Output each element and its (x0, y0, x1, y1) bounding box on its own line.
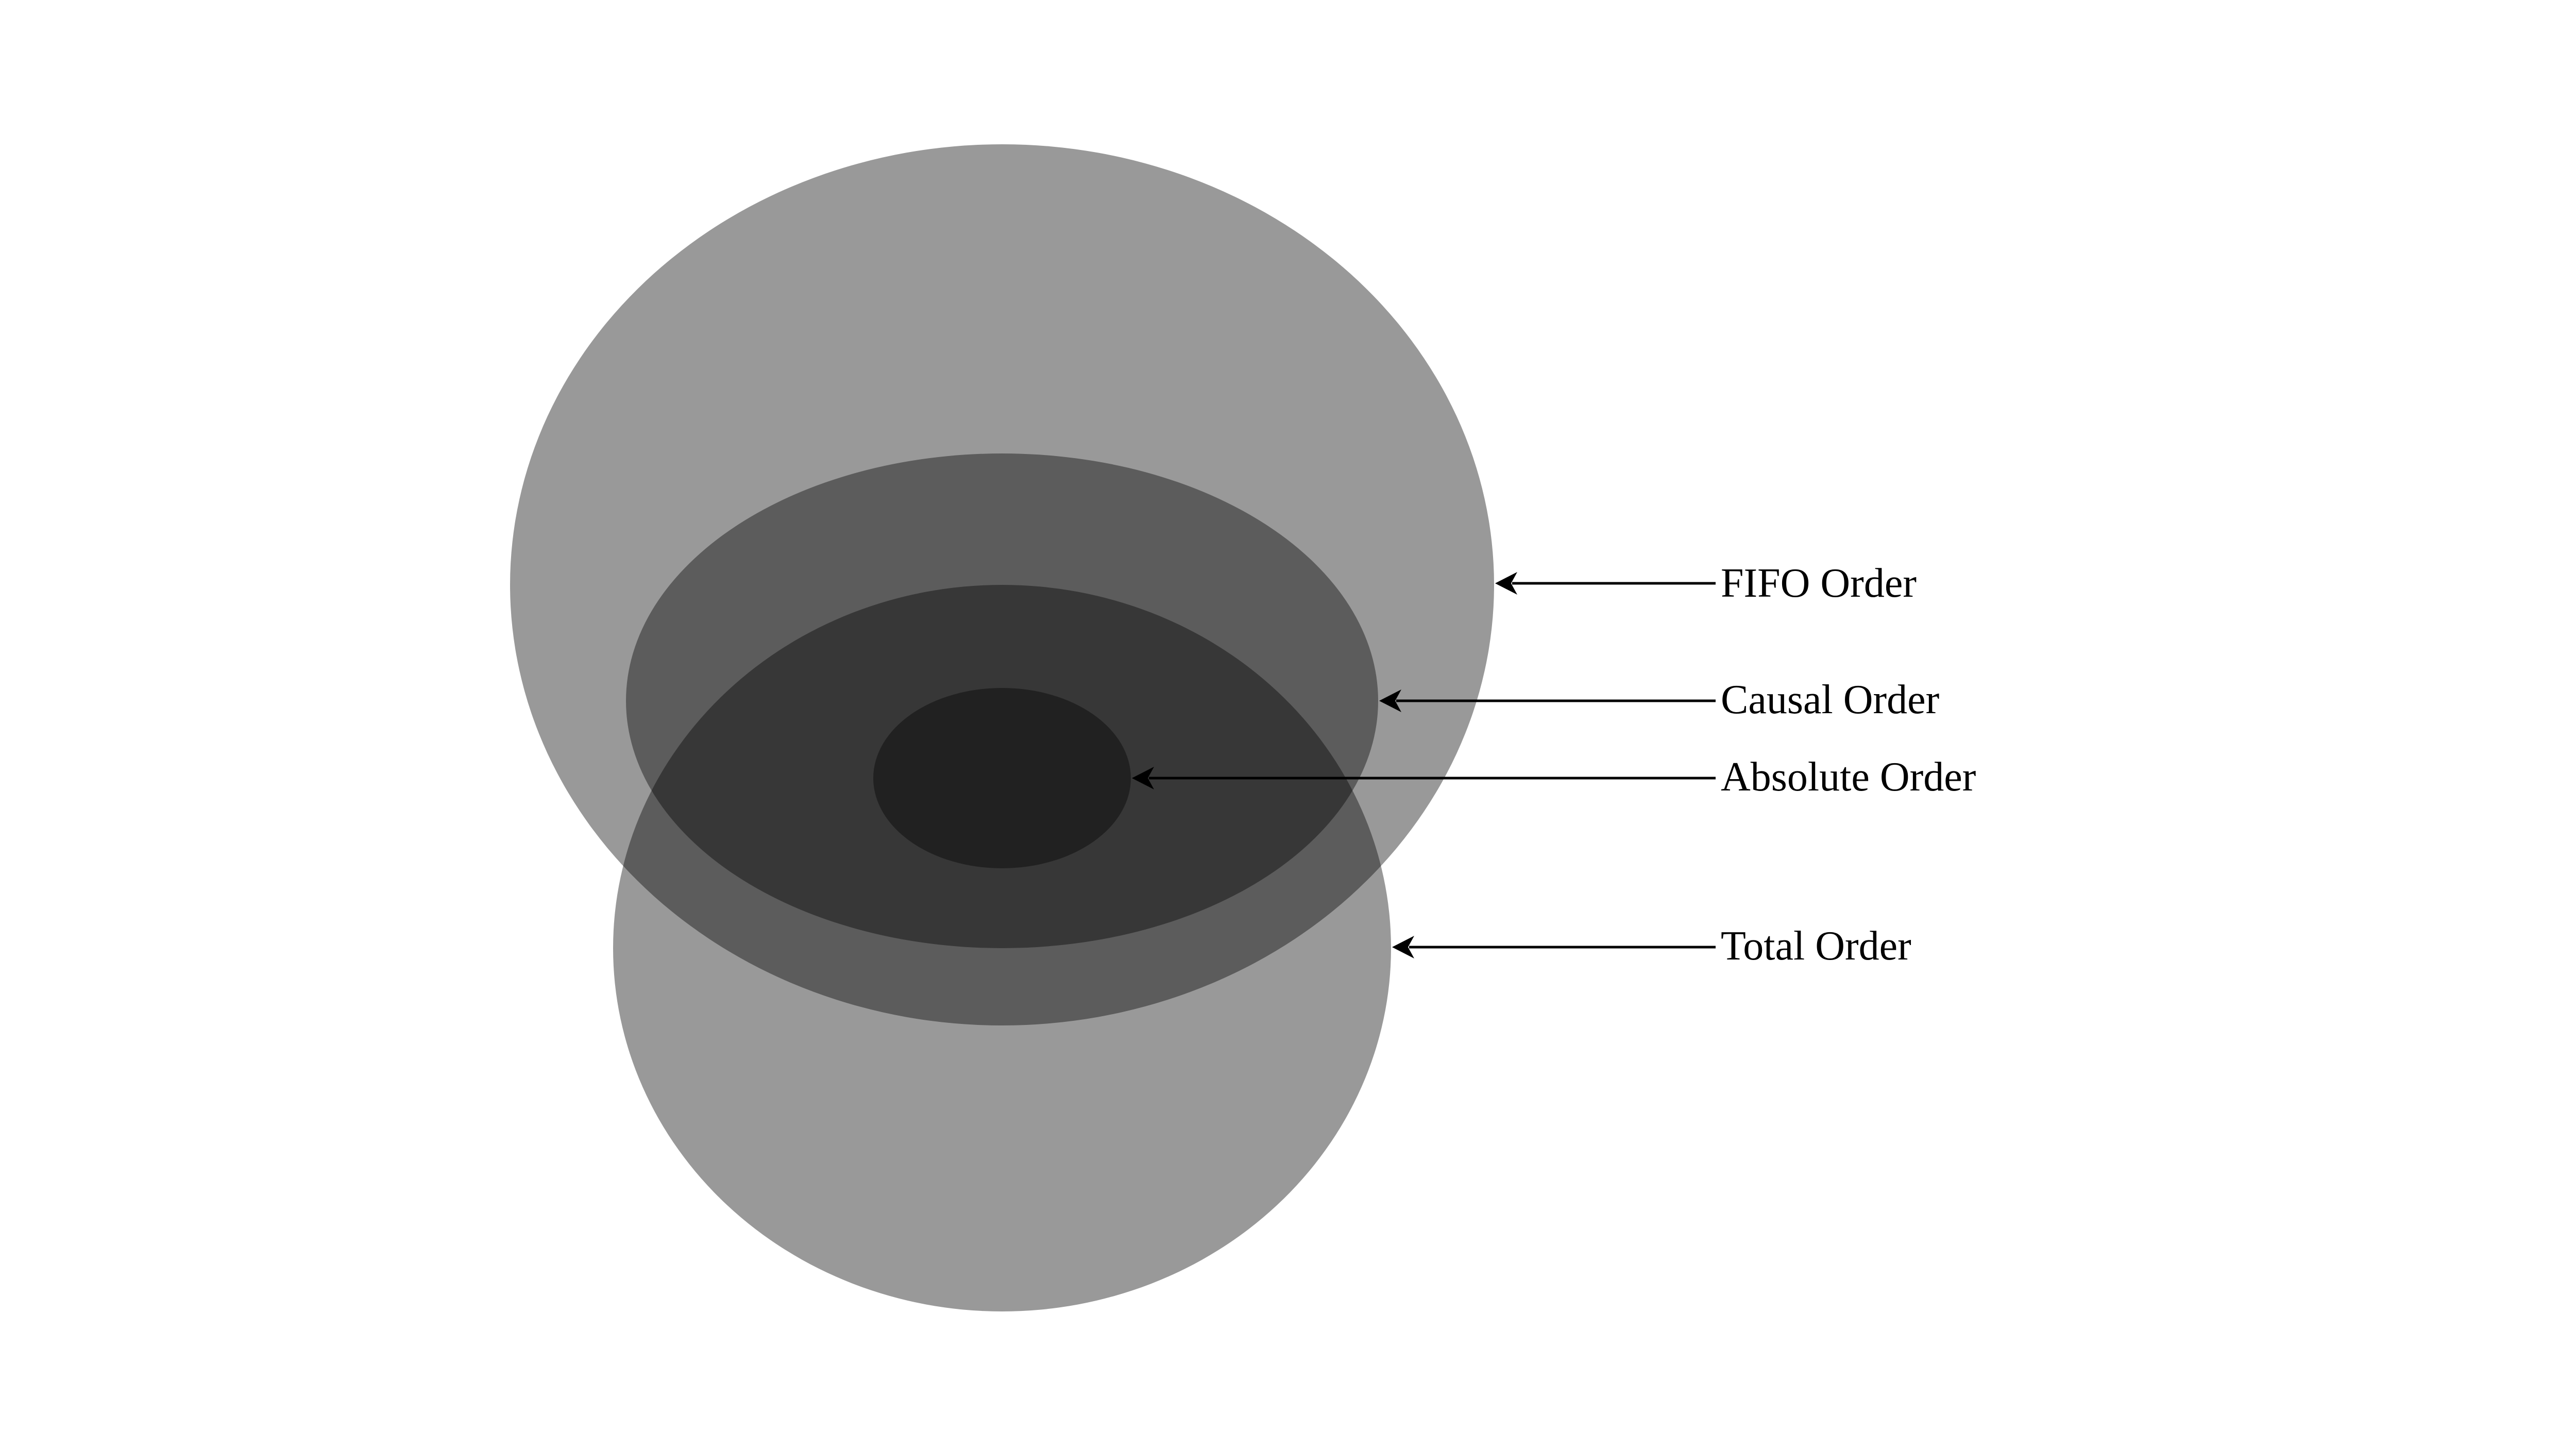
causal-order-region (626, 453, 1378, 948)
total-order-region (613, 585, 1391, 1311)
absolute-order-arrow (1132, 767, 1716, 789)
fifo-order-label: FIFO Order (1721, 561, 1917, 606)
causal-order-label: Causal Order (1721, 677, 1939, 722)
fifo-order-arrow (1495, 572, 1716, 595)
total-order-arrow (1392, 936, 1716, 958)
absolute-order-region (873, 688, 1131, 868)
total-order-label: Total Order (1721, 923, 1911, 969)
fifo-order-region (510, 144, 1494, 1025)
causal-order-arrow (1379, 689, 1716, 712)
absolute-order-label: Absolute Order (1721, 754, 1976, 800)
